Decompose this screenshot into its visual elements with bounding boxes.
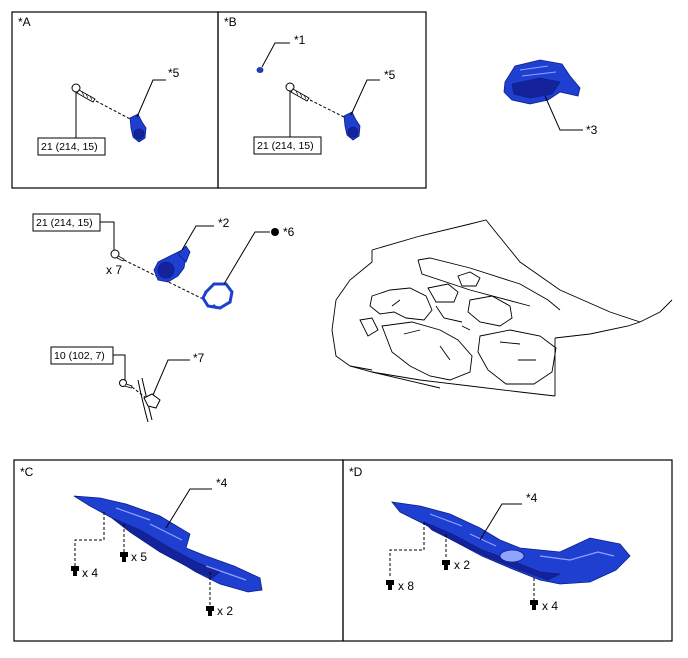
qty-c-right: x 2 — [217, 604, 233, 618]
qty-d-right: x 4 — [542, 599, 558, 613]
screw-icon — [386, 580, 394, 590]
panel-a-frame — [11, 11, 219, 189]
torque-box-a — [37, 137, 106, 156]
callout-5-a: *5 — [168, 66, 180, 80]
panel-d: *D *4 x 8 x 2 x 4 — [342, 459, 673, 642]
wire-clamp-part-7 — [137, 377, 161, 423]
bolt-icon — [119, 379, 133, 389]
engine-under-cover-part-4 — [73, 495, 263, 593]
water-pump-group: 21 (214, 15) x 7 *2 *6 — [32, 213, 295, 310]
replace-part-dot-icon — [271, 228, 279, 236]
callout-4-c: *4 — [216, 476, 228, 490]
panel-a: *A *5 21 (214, 15) — [11, 11, 219, 189]
screw-icon — [71, 566, 79, 576]
gasket-part-6 — [201, 282, 234, 310]
screw-icon — [442, 560, 450, 570]
callout-7: *7 — [193, 351, 205, 365]
torque-pump: 21 (214, 15) — [36, 217, 93, 229]
sensor-part-5 — [129, 113, 147, 143]
engine-under-cover-part-4 — [391, 501, 631, 585]
bolt-icon — [110, 249, 125, 262]
panel-b-frame — [217, 11, 427, 189]
screw-icon — [530, 600, 538, 610]
callout-4-d: *4 — [526, 491, 538, 505]
engine-cover-part-3 — [503, 59, 581, 105]
qty-d-left: x 8 — [398, 579, 414, 593]
panel-b: *B *1 *5 21 (214, 15) — [217, 11, 427, 189]
panel-a-tag: *A — [18, 15, 31, 29]
callout-3: *3 — [586, 123, 598, 137]
qty-c-left: x 4 — [82, 566, 98, 580]
callout-6: *6 — [283, 225, 295, 239]
panel-d-frame — [342, 459, 673, 642]
screw-icon — [120, 552, 128, 562]
sensor-part-5 — [343, 111, 361, 141]
bolt-icon — [285, 82, 310, 102]
screw-icon — [206, 606, 214, 616]
clamp-group: 10 (102, 7) *7 — [50, 346, 205, 423]
torque-a: 21 (214, 15) — [41, 141, 98, 153]
water-pump-part-2 — [153, 245, 191, 283]
panel-d-tag: *D — [349, 465, 363, 479]
qty-pump-bolts: x 7 — [106, 263, 122, 277]
o-ring-part-1 — [256, 67, 264, 73]
torque-clamp: 10 (102, 7) — [54, 350, 105, 362]
torque-b: 21 (214, 15) — [257, 140, 314, 152]
callout-2: *2 — [218, 216, 230, 230]
panel-c: *C *4 x 4 x 5 x 2 — [13, 459, 344, 642]
callout-5-b: *5 — [384, 68, 396, 82]
qty-d-mid: x 2 — [454, 558, 470, 572]
panel-c-tag: *C — [20, 465, 34, 479]
torque-box-b — [253, 136, 322, 155]
qty-c-mid: x 5 — [131, 550, 147, 564]
engine-bay-illustration — [331, 219, 673, 397]
bolt-icon — [71, 83, 96, 103]
callout-1-b: *1 — [294, 33, 306, 47]
panel-b-tag: *B — [224, 15, 237, 29]
